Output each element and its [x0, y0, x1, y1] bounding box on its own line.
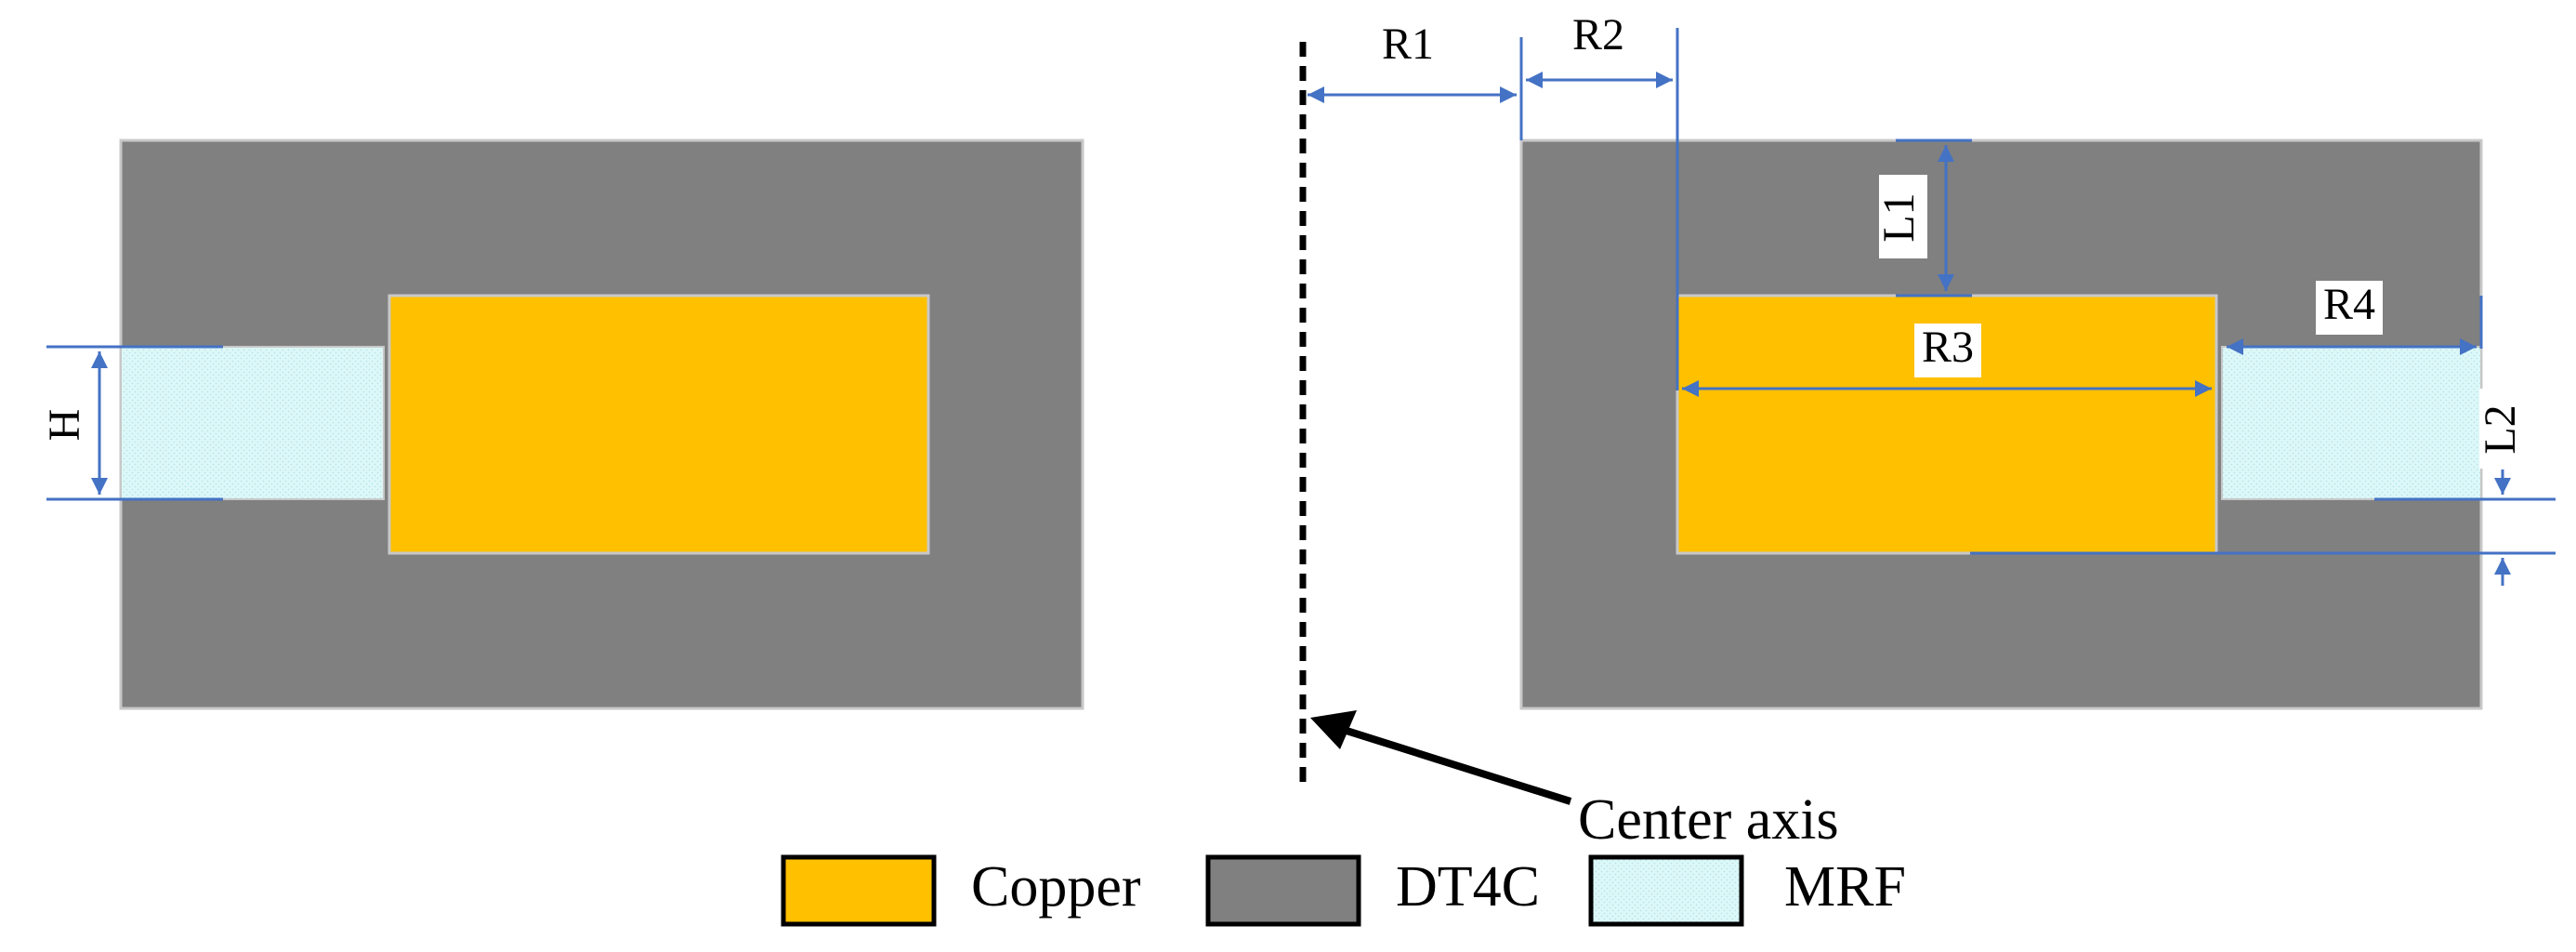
dimension-r3: R3 [1682, 323, 2212, 397]
center-axis-pointer-arrow [1327, 721, 1572, 805]
center-axis: Center axis [1299, 42, 1839, 852]
left-section: H [40, 139, 1084, 710]
dimension-h-label: H [40, 409, 89, 442]
left-copper-coil [388, 294, 930, 555]
center-axis-arrowhead [1310, 710, 1357, 749]
dimension-r1-label: R1 [1382, 20, 1434, 69]
legend-swatch-copper [781, 854, 937, 927]
legend-swatch-mrf [1588, 854, 1744, 927]
dimension-h: H [40, 345, 223, 501]
legend-label-mrf: MRF [1784, 855, 1906, 919]
legend-swatch-dt4c [1205, 854, 1361, 927]
right-section: R1 R2 L1 R3 R4 [1308, 10, 2556, 710]
dimension-r2: R2 [1526, 10, 1679, 390]
legend: Copper DT4C MRF [781, 854, 1906, 927]
left-mrf-gap [120, 346, 385, 500]
legend-label-dt4c: DT4C [1396, 855, 1540, 919]
dimension-r4-label: R4 [2323, 280, 2375, 329]
dimension-r4: R4 [2227, 280, 2483, 355]
legend-label-copper: Copper [971, 855, 1141, 919]
dimension-l2-label: L2 [2476, 404, 2525, 454]
center-axis-label: Center axis [1578, 788, 1839, 852]
dimension-l2: L2 [1970, 389, 2556, 586]
dimension-l1: L1 [1874, 139, 1972, 298]
legend-item-dt4c: DT4C [1205, 854, 1540, 927]
dimension-r2-label: R2 [1572, 10, 1624, 60]
right-mrf-gap [2221, 346, 2482, 500]
legend-item-mrf: MRF [1588, 854, 1906, 927]
legend-item-copper: Copper [781, 854, 1141, 927]
dimension-l1-label: L1 [1874, 192, 1924, 242]
dimension-r3-label: R3 [1922, 323, 1974, 372]
dimension-r1: R1 [1308, 20, 1523, 140]
